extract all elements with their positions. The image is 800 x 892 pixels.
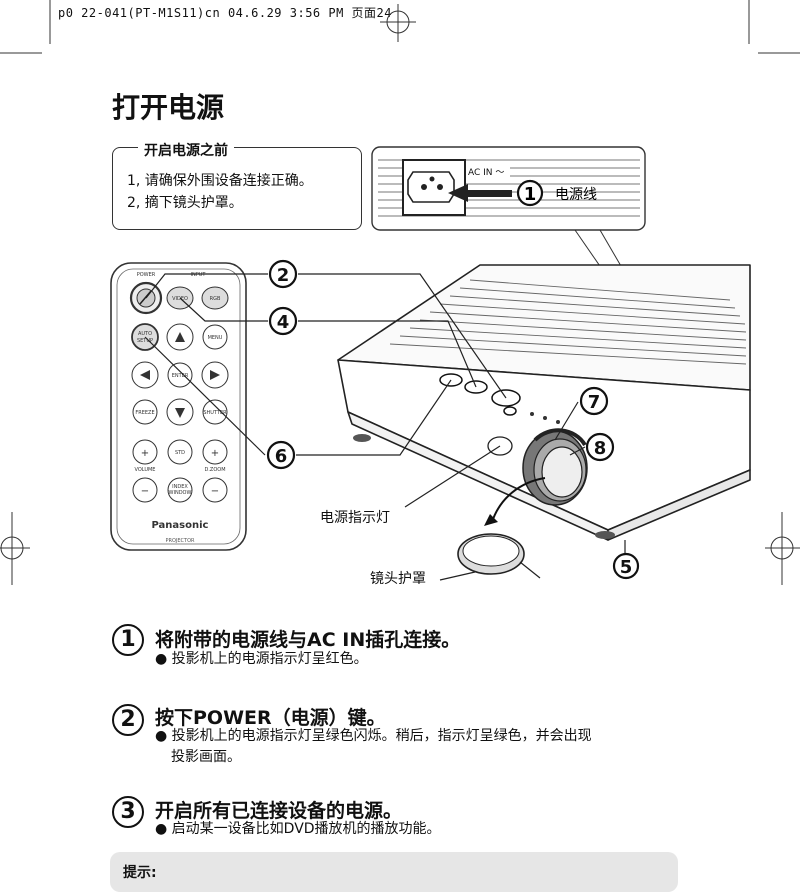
step-bullet: ● 启动某一设备比如DVD播放机的播放功能。 (155, 821, 441, 837)
hint-box (110, 852, 678, 892)
callout-number: 8 (594, 438, 607, 459)
projector-lens (522, 428, 588, 506)
remote-menu-label: MENU (208, 335, 223, 341)
remote-input-label: INPUT (191, 272, 207, 278)
note-box (112, 147, 362, 230)
remote-setup-label: SETUP (137, 338, 153, 344)
note-item: 1, 请确保外围设备连接正确。 (127, 173, 313, 189)
callout-number: 6 (275, 446, 288, 467)
power-indicator-label: 电源指示灯 (320, 510, 390, 526)
remote-freeze-label: FREEZE (135, 410, 154, 416)
remote-index-label: INDEX (172, 484, 188, 490)
step-bullet: 投影画面。 (171, 749, 241, 765)
callout-circles (266, 259, 640, 580)
step-number: 3 (112, 796, 144, 828)
step-title: 将附带的电源线与AC IN插孔连接。 (155, 629, 461, 651)
remote-minus: − (141, 486, 149, 497)
remote-window-label: WINDOW (169, 490, 192, 496)
remote-minus: − (211, 486, 219, 497)
step-bullet: ● 投影机上的电源指示灯呈绿色闪烁。稍后，指示灯呈绿色，并会出现 (155, 728, 592, 744)
remote-brand: Panasonic (152, 520, 209, 531)
remote-enter-label: ENTER (172, 373, 189, 379)
lens-cap (457, 533, 541, 579)
callout-number: 2 (277, 265, 290, 286)
power-cord-label: 电源线 (555, 187, 597, 203)
callout-number: 5 (620, 557, 633, 578)
remote-rgb-label: RGB (210, 296, 221, 302)
note-title: 开启电源之前 (138, 140, 234, 160)
remote-plus: + (141, 448, 149, 459)
step-number: 2 (112, 704, 144, 736)
remote-shutter-label: SHUTTER (203, 410, 227, 416)
print-header: p0 22-041(PT-M1S11)cn 04.6.29 3:56 PM 页面… (58, 6, 392, 20)
page-title: 打开电源 (112, 91, 225, 124)
remote-power-label: POWER (137, 272, 156, 278)
remote-dzoom-label: D.ZOOM (204, 467, 225, 473)
step-title: 开启所有已连接设备的电源。 (155, 800, 403, 822)
remote-volume-label: VOLUME (135, 467, 156, 473)
projector-illustration: AC IN ～ 1 电源线 (110, 146, 751, 587)
step-title: 按下POWER（电源）键。 (155, 707, 386, 729)
step-bullet: ● 投影机上的电源指示灯呈红色。 (155, 651, 368, 667)
hint-title: 提示: (123, 865, 157, 881)
ac-in-label: AC IN ～ (468, 168, 504, 178)
remote-plus: + (211, 448, 219, 459)
lens-cover-label: 镜头护罩 (370, 571, 426, 587)
remote-control: POWER INPUT VIDEO RGB AUTO SETUP MENU EN… (110, 262, 247, 551)
remote-std-label: STD (175, 450, 185, 456)
remote-auto-label: AUTO (138, 331, 152, 337)
note-item: 2, 摘下镜头护罩。 (127, 195, 243, 211)
ac-in-inset: AC IN ～ 1 电源线 (371, 146, 646, 231)
remote-video-label: VIDEO (172, 296, 188, 302)
remote-model: PROJECTOR (165, 538, 195, 544)
step-number: 1 (112, 624, 144, 656)
callout-number: 1 (524, 184, 537, 205)
callout-number: 7 (588, 392, 601, 413)
callout-number: 4 (277, 312, 290, 333)
